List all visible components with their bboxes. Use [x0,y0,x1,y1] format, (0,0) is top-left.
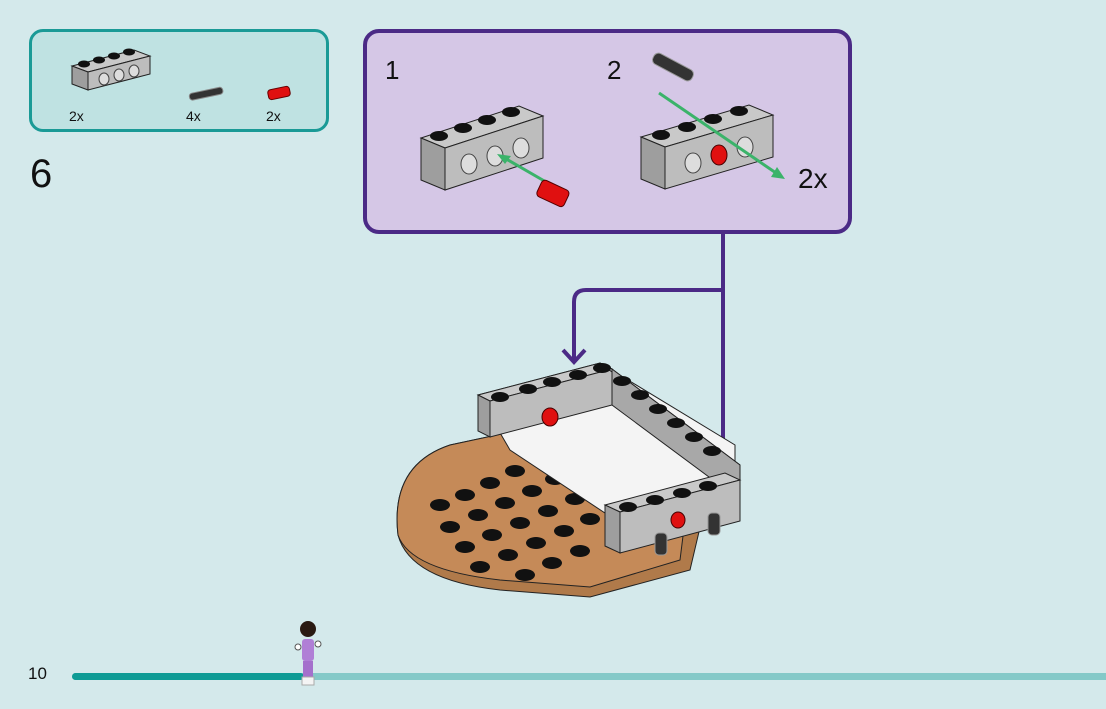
red-half-pin-icon [267,85,291,101]
step-number: 6 [30,152,53,196]
quantity-label: 2x [69,108,84,124]
arrow-head-icon [561,348,587,365]
sub-step-2-brick-icon [639,91,785,190]
gray-technic-brick-icon [70,48,152,91]
minifigure-progress-marker-icon [294,621,322,686]
connector-line [572,288,723,360]
black-friction-pin-icon [188,86,224,101]
quantity-label: 2x [266,108,281,124]
black-friction-pin-icon [652,52,694,82]
progress-bar-fill [72,673,304,680]
build-model-illustration [396,362,742,598]
red-half-pin-icon [536,179,570,208]
sub-step-number: 2 [607,55,622,85]
parts-list-box: 2x 4x 2x [29,29,329,132]
page-number: 10 [28,664,47,683]
sub-step-1-brick-icon [419,105,554,191]
multiplier-label: 2x [798,163,828,194]
sub-assembly-box: 1 2 2x [363,29,852,234]
progress-bar [72,673,1106,680]
sub-step-number: 1 [385,55,400,85]
quantity-label: 4x [186,108,201,124]
